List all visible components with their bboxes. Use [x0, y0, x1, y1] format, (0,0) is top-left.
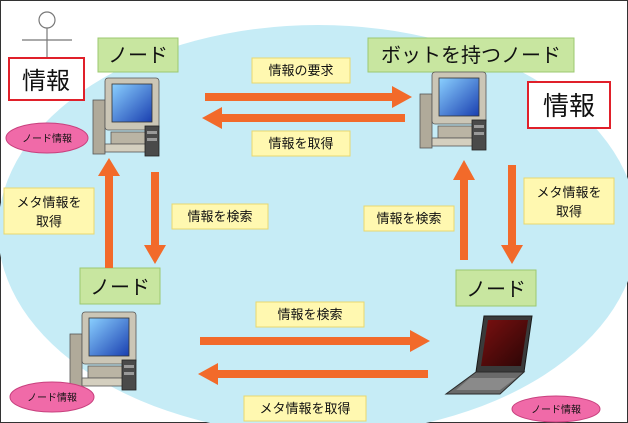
svg-text:ボットを持つノード: ボットを持つノード — [381, 43, 561, 67]
arrow-up-left — [98, 158, 120, 268]
svg-text:情報を検索: 情報を検索 — [187, 210, 252, 225]
svg-text:メタ情報を: メタ情報を — [16, 196, 81, 211]
label-search-left: 情報を検索 — [171, 203, 269, 230]
svg-text:メタ情報を: メタ情報を — [536, 186, 601, 201]
arrow-right-request — [205, 86, 412, 108]
node-label-top-left: ノード — [97, 37, 179, 73]
svg-text:ノード情報: ノード情報 — [22, 132, 72, 145]
laptop-computer-icon — [444, 315, 533, 395]
info-box-left: 情報 — [8, 57, 85, 101]
svg-text:ノード: ノード — [90, 275, 150, 299]
label-search-right: 情報を検索 — [363, 205, 455, 232]
desktop-computer-icon — [69, 311, 137, 391]
arrows — [98, 86, 523, 385]
arrow-left-get — [202, 107, 405, 129]
arrow-up-right — [453, 160, 475, 260]
svg-text:情報を検索: 情報を検索 — [277, 308, 342, 323]
label-search-bottom: 情報を検索 — [255, 301, 365, 328]
svg-text:ノード情報: ノード情報 — [27, 391, 77, 404]
label-get-meta-right: メタ情報を 取得 — [523, 177, 615, 225]
svg-text:取得: 取得 — [36, 214, 62, 230]
svg-text:メタ情報を取得: メタ情報を取得 — [259, 401, 350, 417]
node-label-bottom-right: ノード — [455, 269, 537, 307]
svg-text:情報: 情報 — [543, 92, 595, 122]
arrow-down-left — [144, 172, 166, 264]
label-request-info: 情報の要求 — [251, 57, 351, 84]
svg-text:情報を取得: 情報を取得 — [268, 136, 333, 152]
svg-text:情報の要求: 情報の要求 — [268, 64, 333, 79]
info-box-right: 情報 — [527, 81, 611, 129]
svg-text:ノード: ノード — [108, 43, 168, 67]
node-info-ellipse-bottom-left: ノード情報 — [9, 381, 95, 413]
arrow-right-search — [200, 330, 430, 352]
desktop-computer-icon — [92, 77, 160, 157]
arrow-down-right — [501, 165, 523, 264]
node-label-bottom-left: ノード — [79, 267, 161, 305]
svg-text:ノード: ノード — [466, 277, 526, 301]
node-info-ellipse-top-left: ノード情報 — [5, 122, 89, 154]
svg-text:情報: 情報 — [22, 67, 70, 95]
label-get-info: 情報を取得 — [251, 130, 351, 157]
desktop-computer-icon — [419, 71, 487, 151]
node-label-top-right: ボットを持つノード — [367, 37, 575, 73]
arrow-left-meta — [198, 363, 428, 385]
label-get-meta-left: メタ情報を 取得 — [3, 187, 95, 235]
label-get-meta-bottom: メタ情報を取得 — [243, 395, 367, 422]
node-info-ellipse-bottom-right: ノード情報 — [511, 395, 601, 423]
svg-text:取得: 取得 — [556, 204, 582, 220]
svg-text:情報を検索: 情報を検索 — [376, 212, 441, 227]
svg-text:ノード情報: ノード情報 — [531, 403, 581, 416]
